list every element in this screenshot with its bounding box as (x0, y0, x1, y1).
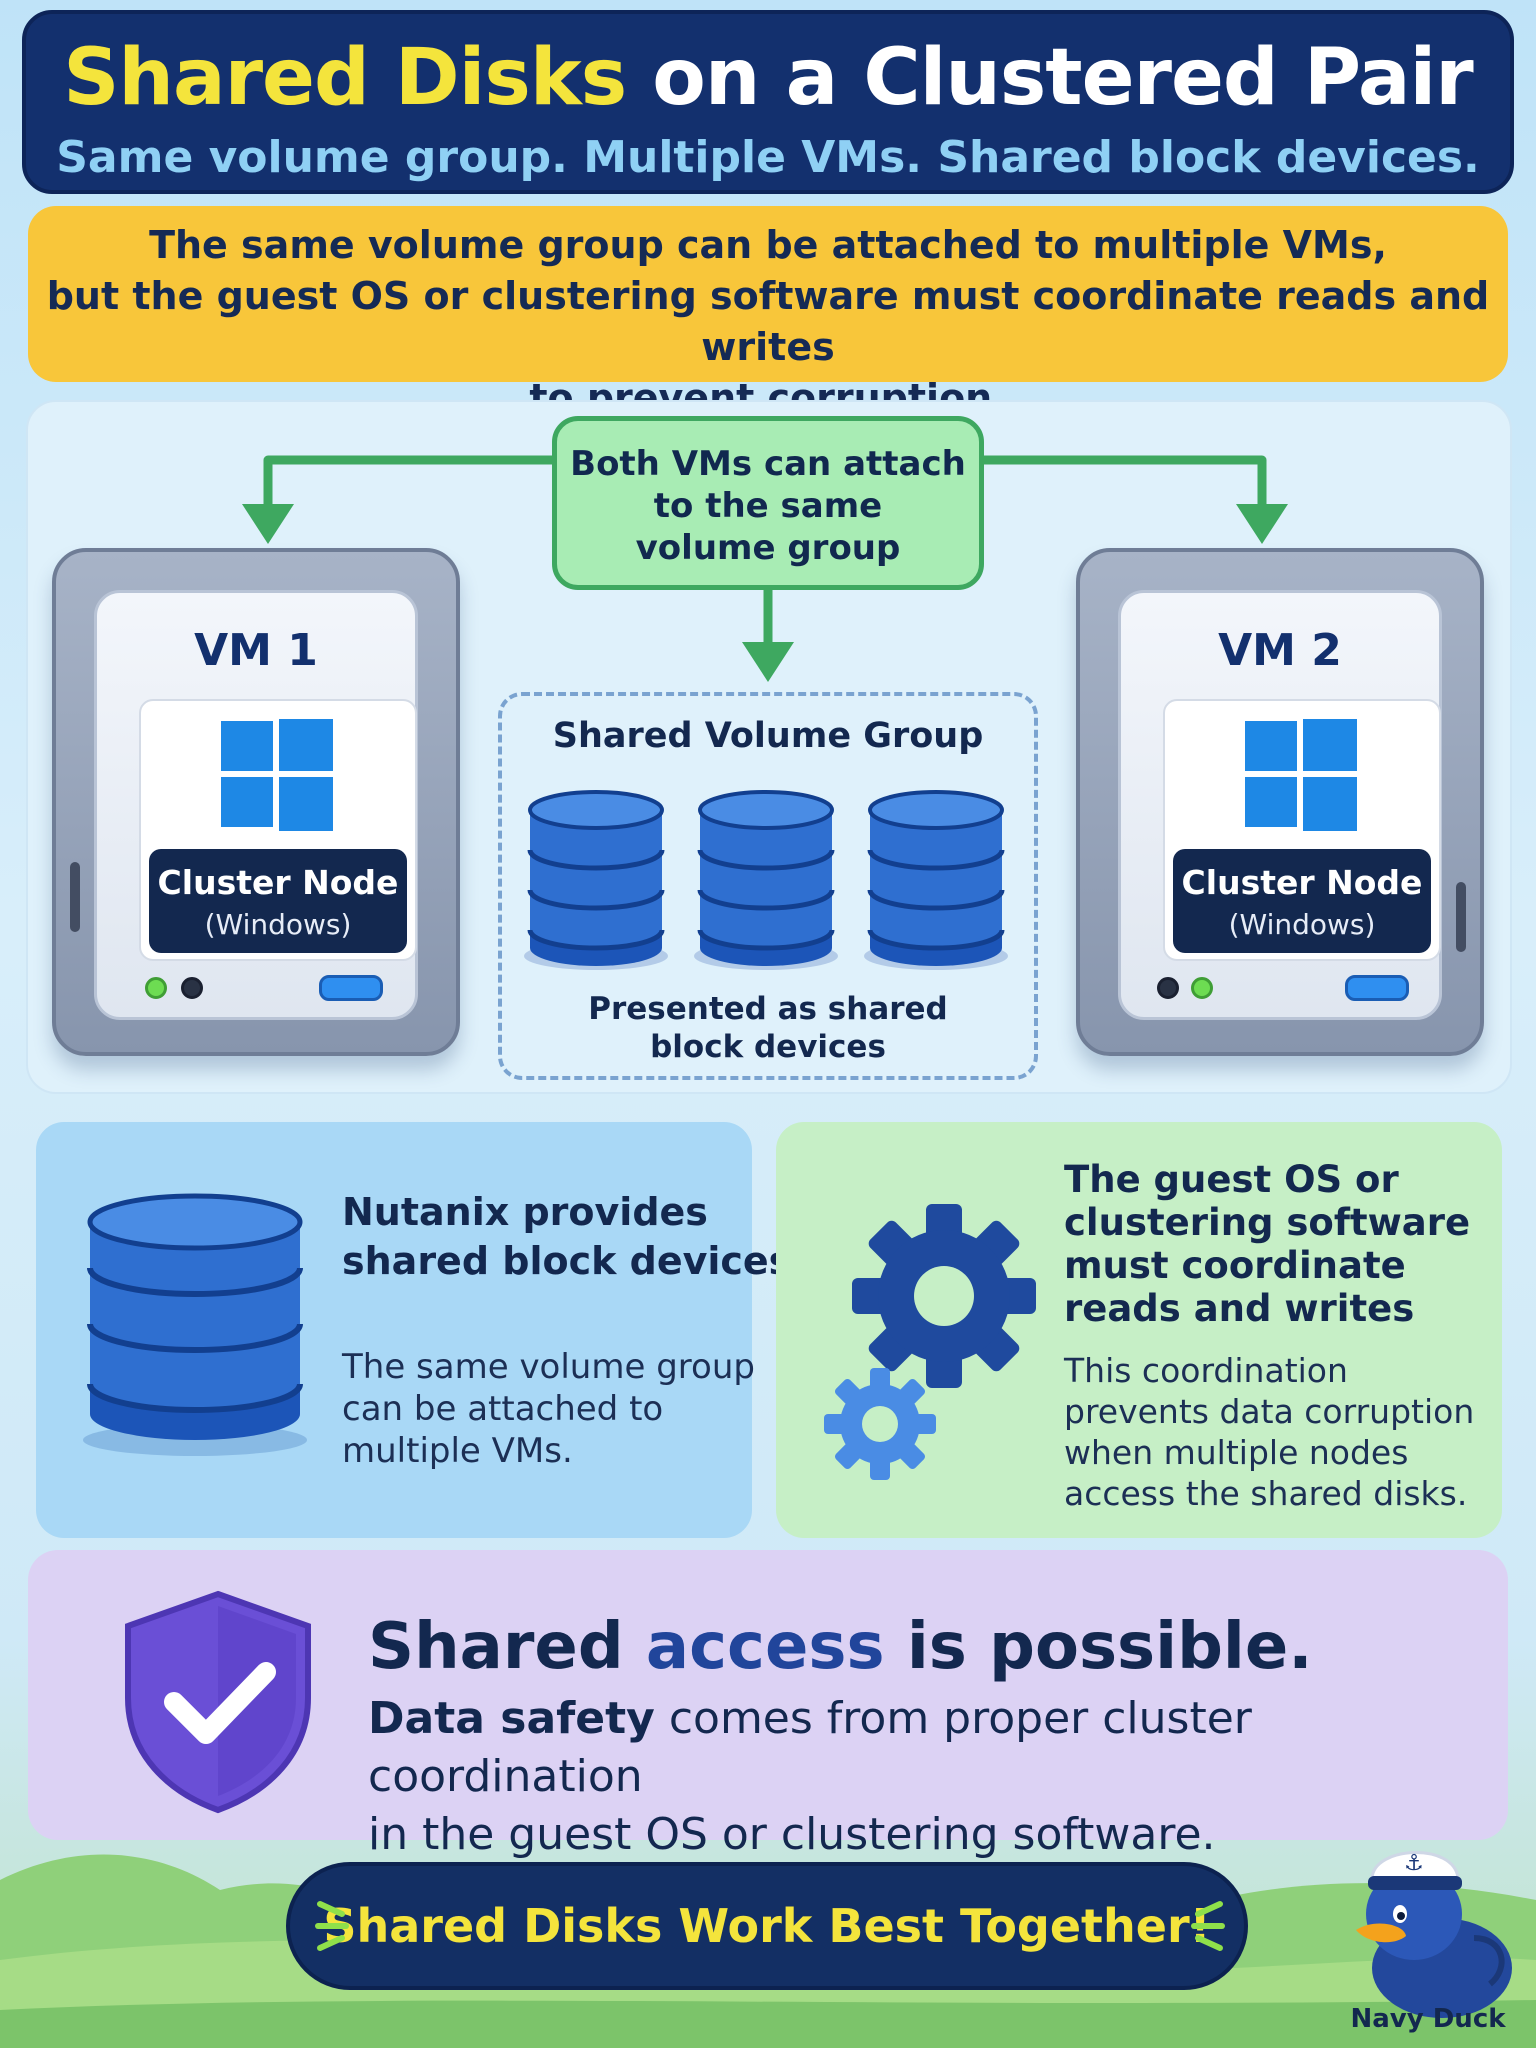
vm2-status-led (1157, 977, 1179, 999)
sparkle-right-icon (1191, 1901, 1225, 1951)
svg-text:⚓: ⚓ (1404, 1851, 1424, 1876)
summary-banner: The same volume group can be attached to… (28, 206, 1508, 420)
shared-disk-3 (864, 792, 1008, 970)
nutanix-title-line-1: Nutanix provides (342, 1190, 708, 1234)
vm2-power-led (1191, 977, 1213, 999)
vm2-node-label: Cluster Node (Windows) (1173, 849, 1431, 953)
caption-line-2: block devices (650, 1029, 886, 1065)
coordination-title-line-2: clustering software (1064, 1201, 1471, 1244)
vm1-node-label: Cluster Node (Windows) (149, 849, 407, 953)
sailor-duck-icon: ⚓ (1356, 1851, 1512, 2018)
windows-logo-icon (1245, 719, 1357, 831)
callout-title-a: Shared (368, 1610, 646, 1684)
callout-title: Shared access is possible. (368, 1610, 1313, 1684)
vm2-node-title: Cluster Node (1181, 863, 1423, 902)
shared-volume-group-box (498, 692, 1038, 1080)
attach-note-line-2: to the same (653, 486, 883, 526)
sparkle-left-icon (315, 1901, 349, 1951)
vm1-front-panel: VM 1 Cluster Node (Windows) (94, 590, 418, 1020)
coordination-body-line-1: This coordination (1064, 1351, 1348, 1390)
coordination-title-line-1: The guest OS or (1064, 1158, 1399, 1201)
callout-body: Data safety comes from proper cluster co… (368, 1690, 1478, 1864)
attach-note-line-3: volume group (635, 528, 901, 568)
vm2-front-panel: VM 2 Cluster Node (Windows) (1118, 590, 1442, 1020)
nutanix-title-line-2: shared block devices (342, 1239, 792, 1283)
footer-slogan-pill: Shared Disks Work Best Together! (286, 1862, 1248, 1990)
vm1-front-button (319, 975, 383, 1001)
vm1-server: VM 1 Cluster Node (Windows) (52, 548, 460, 1056)
header-banner: Shared Disks on a Clustered Pair Same vo… (22, 10, 1514, 194)
coordination-body-line-3: when multiple nodes (1064, 1433, 1409, 1472)
shield-check-icon (125, 1590, 311, 1814)
callout-body-line-1: Data safety comes from proper cluster co… (368, 1690, 1478, 1806)
attach-note-box: Both VMs can attach to the same volume g… (552, 416, 984, 590)
vm1-status-led (181, 977, 203, 999)
nutanix-card-body: The same volume group can be attached to… (342, 1346, 755, 1472)
coordination-title-line-4: reads and writes (1064, 1287, 1415, 1330)
vm2-node-os: (Windows) (1228, 908, 1376, 941)
vm1-screen: Cluster Node (Windows) (139, 699, 417, 961)
page-title: Shared Disks on a Clustered Pair (26, 30, 1510, 126)
vm2-screen: Cluster Node (Windows) (1163, 699, 1441, 961)
coordination-title-line-3: must coordinate (1064, 1244, 1406, 1287)
vm2-side-slot (1456, 882, 1466, 952)
gears-icon (824, 1204, 1036, 1480)
callout-body-rest: comes from proper cluster coordination (368, 1693, 1252, 1802)
vm1-power-led (145, 977, 167, 999)
vm1-node-title: Cluster Node (157, 863, 399, 902)
callout-body-bold: Data safety (368, 1693, 655, 1744)
vm2-server: VM 2 Cluster Node (Windows) (1076, 548, 1484, 1056)
footer-slogan: Shared Disks Work Best Together! (323, 1899, 1211, 1953)
shared-disk-2 (694, 792, 838, 970)
nutanix-card-title: Nutanix provides shared block devices (342, 1188, 791, 1286)
summary-line-2: but the guest OS or clustering software … (46, 274, 1490, 369)
page-subtitle: Same volume group. Multiple VMs. Shared … (56, 132, 1480, 183)
summary-line-1: The same volume group can be attached to… (149, 223, 1387, 267)
shared-disks (520, 780, 1020, 980)
vm2-label: VM 2 (1218, 625, 1342, 676)
coordination-card-body: This coordination prevents data corrupti… (1064, 1350, 1474, 1514)
title-highlight: Shared Disks (63, 33, 627, 123)
callout-body-line-2: in the guest OS or clustering software. (368, 1809, 1216, 1860)
coordination-body-line-2: prevents data corruption (1064, 1392, 1475, 1431)
shared-disk-1 (524, 792, 668, 970)
attach-note-line-1: Both VMs can attach (570, 444, 966, 484)
vm1-side-slot (70, 862, 80, 932)
shared-volume-group-caption: Presented as shared block devices (498, 990, 1038, 1066)
database-icon (83, 1193, 307, 1456)
coordination-card-title: The guest OS or clustering software must… (1064, 1158, 1470, 1330)
mascot-name: Navy Duck (1350, 2004, 1506, 2034)
callout-title-c: is possible. (884, 1610, 1313, 1684)
shared-volume-group-title: Shared Volume Group (552, 716, 984, 756)
nutanix-body-line-2: can be attached to (342, 1389, 664, 1429)
title-rest: on a Clustered Pair (626, 33, 1473, 123)
coordination-body-line-4: access the shared disks. (1064, 1474, 1468, 1513)
callout-title-b: access (645, 1610, 885, 1684)
nutanix-body-line-3: multiple VMs. (342, 1431, 573, 1471)
windows-logo-icon (221, 719, 333, 831)
vm1-node-os: (Windows) (204, 908, 352, 941)
vm1-label: VM 1 (194, 625, 318, 676)
caption-line-1: Presented as shared (588, 991, 948, 1027)
vm2-front-button (1345, 975, 1409, 1001)
nutanix-body-line-1: The same volume group (342, 1347, 755, 1387)
